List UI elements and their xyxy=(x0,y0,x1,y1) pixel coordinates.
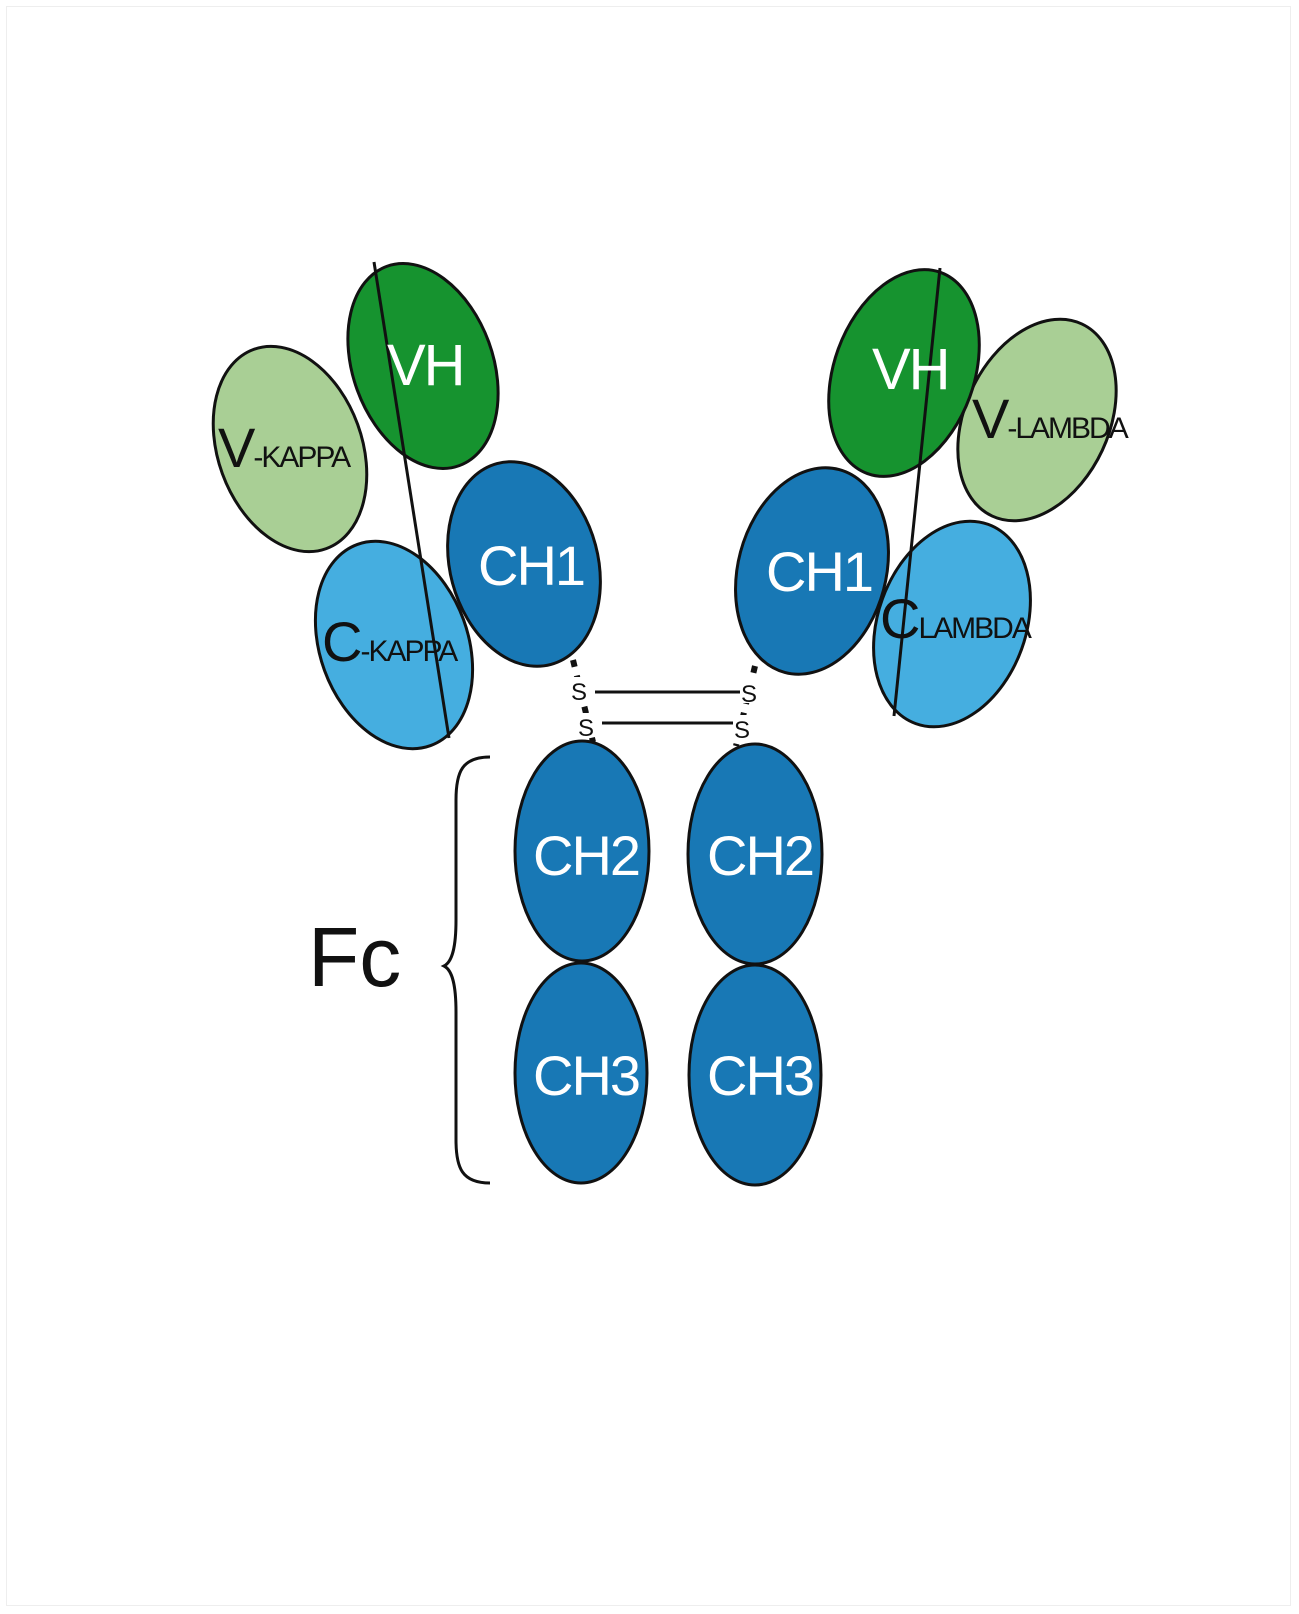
s-bg-bl xyxy=(577,713,599,737)
left-ch2-label: CH2 xyxy=(533,824,639,887)
disulfide-s-top-right: S xyxy=(741,681,757,708)
fc-label: Fc xyxy=(308,910,401,1004)
s-bg-tr xyxy=(740,679,762,703)
right-ch2-label: CH2 xyxy=(707,824,813,887)
right-ch3-domain xyxy=(687,963,823,1187)
right-vh-label: VH xyxy=(872,337,949,402)
right-arm: VH V-LAMBDA CLAMBDA CH1 xyxy=(734,267,1131,729)
right-light-chain-line xyxy=(892,267,942,717)
right-ch3-label: CH3 xyxy=(707,1044,813,1107)
left-ch1-label: CH1 xyxy=(478,534,584,597)
fc-curly-brace xyxy=(440,755,491,1185)
left-ch3-label: CH3 xyxy=(533,1044,639,1107)
s-bg-tl xyxy=(570,677,592,701)
figure-frame xyxy=(6,6,1291,1606)
left-c-kappa-label: C-KAPPA xyxy=(322,610,458,673)
disulfide-s-bottom-right: S xyxy=(734,717,750,744)
right-v-lambda-label: V-LAMBDA xyxy=(972,387,1129,450)
left-arm: VH V-KAPPA C-KAPPA CH1 xyxy=(211,261,602,751)
left-light-constant-domain xyxy=(313,539,475,751)
left-ch1-domain xyxy=(446,460,602,668)
right-c-lambda-label: CLAMBDA xyxy=(880,587,1032,650)
disulfide-s-top-left: S xyxy=(571,679,587,706)
fc-region: CH2 CH2 CH3 CH3 Fc xyxy=(308,739,824,1187)
s-bg-br xyxy=(733,715,755,739)
left-ch2-domain xyxy=(513,739,651,963)
right-ch1-label: CH1 xyxy=(766,540,872,603)
left-v-kappa-label: V-KAPPA xyxy=(218,416,351,479)
right-ch1-domain xyxy=(734,466,890,676)
left-light-variable-domain xyxy=(211,344,369,554)
left-ch3-domain xyxy=(513,961,649,1185)
disulfide-s-bottom-left: S xyxy=(578,715,594,742)
left-vh-domain xyxy=(346,262,500,470)
left-vh-label: VH xyxy=(387,333,464,398)
hinge-region: S S S S xyxy=(570,659,762,747)
left-light-chain-line xyxy=(372,261,451,739)
